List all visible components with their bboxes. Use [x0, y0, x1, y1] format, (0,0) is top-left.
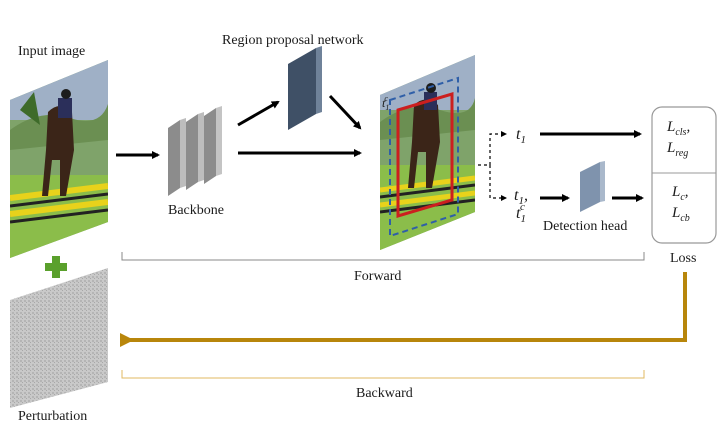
- detection-head-block: [580, 161, 605, 212]
- anchor-boxes: [389, 76, 459, 238]
- loss-cls: Lcls,: [666, 119, 690, 138]
- backbone-block: [168, 106, 222, 196]
- backbone-label: Backbone: [168, 203, 224, 218]
- input-image-label: Input image: [18, 44, 85, 59]
- loss-c: Lc,: [671, 184, 689, 203]
- backward-bracket: [121, 370, 645, 379]
- arrow-backbone-to-rpn: [237, 100, 280, 127]
- detection-head-label: Detection head: [543, 219, 627, 234]
- t1-t1c-label: t1,t1c: [514, 187, 528, 225]
- forward-bracket: [121, 252, 645, 261]
- perturbation-image: [10, 268, 108, 408]
- loss-cb: Lcb: [671, 205, 690, 224]
- perturbation-label: Perturbation: [18, 409, 87, 424]
- rpn-label: Region proposal network: [222, 33, 364, 48]
- loss-label: Loss: [670, 251, 696, 266]
- plus-icon: [45, 256, 67, 278]
- backward-arrow: [120, 272, 687, 347]
- t1-label: t1: [516, 126, 526, 146]
- backward-label: Backward: [356, 386, 413, 401]
- dashed-branches: [478, 131, 507, 201]
- predicted-box: [396, 91, 454, 219]
- box-label: t1c: [382, 94, 389, 112]
- input-image: [10, 60, 108, 258]
- rpn-block: [288, 46, 322, 130]
- loss-reg: Lreg: [666, 140, 688, 159]
- loss-box: [651, 106, 717, 244]
- proposal-image: [380, 55, 475, 250]
- arrow-rpn-to-proposals: [328, 94, 362, 130]
- forward-label: Forward: [354, 269, 401, 284]
